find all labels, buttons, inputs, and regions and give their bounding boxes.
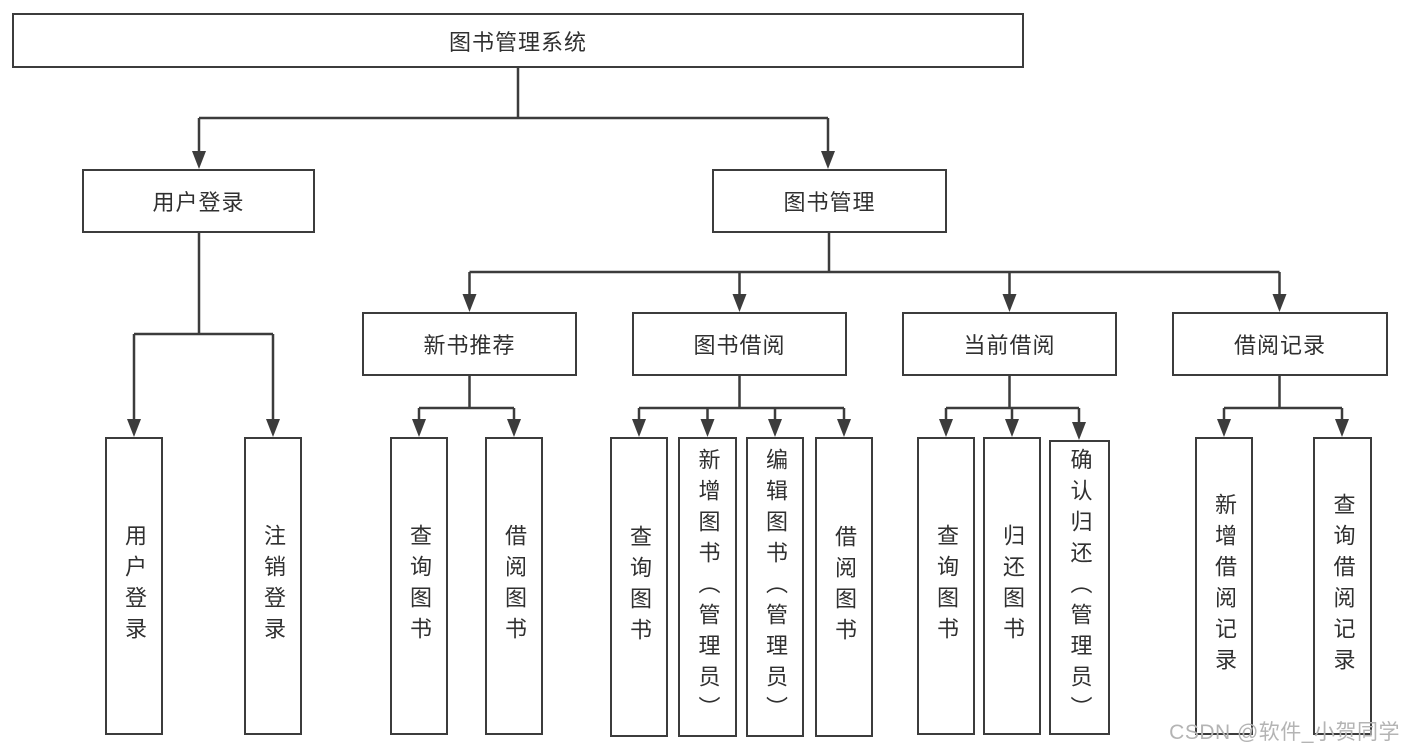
leaf-return-books-label: 归还图书 <box>1000 524 1025 648</box>
node-borrow-records-label: 借阅记录 <box>1233 333 1326 358</box>
arrowheads <box>127 151 1349 440</box>
leaf-query-books-recommend-label: 查询图书 <box>407 524 432 648</box>
leaf-return-books: 归还图书 <box>983 437 1041 735</box>
leaf-confirm-return-admin-label: 确认归还（管理员） <box>1067 448 1093 727</box>
node-new-book-recommend-label: 新书推荐 <box>423 333 516 358</box>
leaf-logout: 注销登录 <box>244 437 302 735</box>
leaf-query-books-current: 查询图书 <box>917 437 975 735</box>
leaf-query-borrow-record: 查询借阅记录 <box>1313 437 1372 735</box>
leaf-add-borrow-record-label: 新增借阅记录 <box>1212 493 1237 679</box>
leaf-borrow-books-borrow-label: 借阅图书 <box>832 525 857 649</box>
node-user-login-label: 用户登录 <box>152 190 245 215</box>
node-root-label: 图书管理系统 <box>448 29 587 55</box>
node-root-library-system: 图书管理系统 <box>12 13 1024 68</box>
leaf-query-borrow-record-label: 查询借阅记录 <box>1330 493 1356 679</box>
csdn-watermark: CSDN @软件_小贺同学 <box>1169 721 1400 744</box>
leaf-add-books-admin: 新增图书（管理员） <box>678 437 737 737</box>
leaf-borrow-books-recommend: 借阅图书 <box>485 437 543 735</box>
leaf-borrow-books-borrow: 借阅图书 <box>815 437 873 737</box>
leaf-query-books-recommend: 查询图书 <box>390 437 448 735</box>
leaf-edit-books-admin: 编辑图书（管理员） <box>746 437 804 737</box>
leaf-add-books-admin-label: 新增图书（管理员） <box>695 447 721 727</box>
node-book-borrow: 图书借阅 <box>632 312 847 376</box>
node-current-borrow-label: 当前借阅 <box>963 333 1056 358</box>
node-book-management: 图书管理 <box>712 169 947 233</box>
leaf-logout-label: 注销登录 <box>261 524 286 648</box>
leaf-user-login: 用户登录 <box>105 437 163 735</box>
leaf-query-books-borrow: 查询图书 <box>610 437 668 737</box>
node-book-borrow-label: 图书借阅 <box>693 333 786 358</box>
leaf-borrow-books-recommend-label: 借阅图书 <box>502 524 527 648</box>
node-book-management-label: 图书管理 <box>783 190 876 215</box>
leaf-query-books-borrow-label: 查询图书 <box>627 525 652 649</box>
leaf-confirm-return-admin: 确认归还（管理员） <box>1049 440 1110 735</box>
node-new-book-recommend: 新书推荐 <box>362 312 577 376</box>
leaf-query-books-current-label: 查询图书 <box>934 524 959 648</box>
leaf-user-login-label: 用户登录 <box>122 524 147 648</box>
node-user-login: 用户登录 <box>82 169 315 233</box>
node-borrow-records: 借阅记录 <box>1172 312 1388 376</box>
leaf-edit-books-admin-label: 编辑图书（管理员） <box>763 447 788 727</box>
node-current-borrow: 当前借阅 <box>902 312 1117 376</box>
leaf-add-borrow-record: 新增借阅记录 <box>1195 437 1253 735</box>
